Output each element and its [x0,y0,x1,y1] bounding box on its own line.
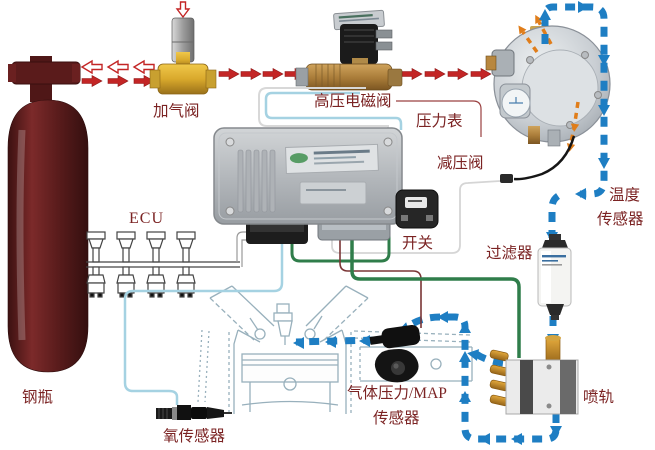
map-sensor [369,324,421,383]
label-pressure-gauge: 压力表 [416,112,463,130]
wire-cyan-oxygen-sensor [123,244,284,405]
wire-darkred-map-sensor [339,240,422,328]
injector-rail [489,335,579,415]
oxygen-sensor [156,405,232,420]
label-map-sensor-line2: 传感器 [373,409,420,427]
label-hp-solenoid-valve: 高压电磁阀 [314,92,392,110]
refuel-inlet-arrow [175,1,191,19]
ecu-module [213,127,403,244]
label-injector-rail: 喷轨 [583,388,614,406]
wire-gray-reducer [331,180,501,254]
label-temp-sensor-line2: 传感器 [597,210,644,228]
wire-green-injector-rail [350,240,521,358]
label-temp-sensor-line1: 温度 [609,186,640,204]
cylinder-body [7,99,89,373]
label-switch: 开关 [402,234,433,252]
temp-sensor-wire [513,135,576,181]
pressure-gauge-leader-line [396,100,482,137]
label-filter: 过滤器 [486,244,533,262]
label-filling-valve: 加气阀 [153,102,200,120]
wire-gray-solenoid [258,87,389,130]
engine-outline-drawing [197,285,369,414]
label-oxygen-sensor: 氧传感器 [163,427,226,445]
gas-filter [537,234,572,320]
wiring [123,87,521,405]
cylinder-valve-arm [11,61,81,85]
wire-cyan-solenoid-ecu [264,91,403,130]
fuel-switch [395,189,439,229]
label-map-sensor-line1: 气体压力/MAP [347,384,447,402]
high-pressure-flow-arrows [81,1,492,87]
ecu-label-plate [285,143,379,175]
injector-connectors [86,231,250,298]
label-cylinder: 钢瓶 [22,388,53,406]
gas-cylinder [7,56,89,373]
label-ecu: ECU [129,210,164,227]
label-pressure-reducer: 减压阀 [437,154,484,172]
filling-valve [149,17,217,95]
labels: 钢瓶 加气阀 高压电磁阀 压力表 减压阀 ECU 开关 温度 传感器 过滤器 气… [22,92,644,445]
hp-solenoid-valve [295,9,403,91]
temp-sensor-connector [500,174,513,183]
